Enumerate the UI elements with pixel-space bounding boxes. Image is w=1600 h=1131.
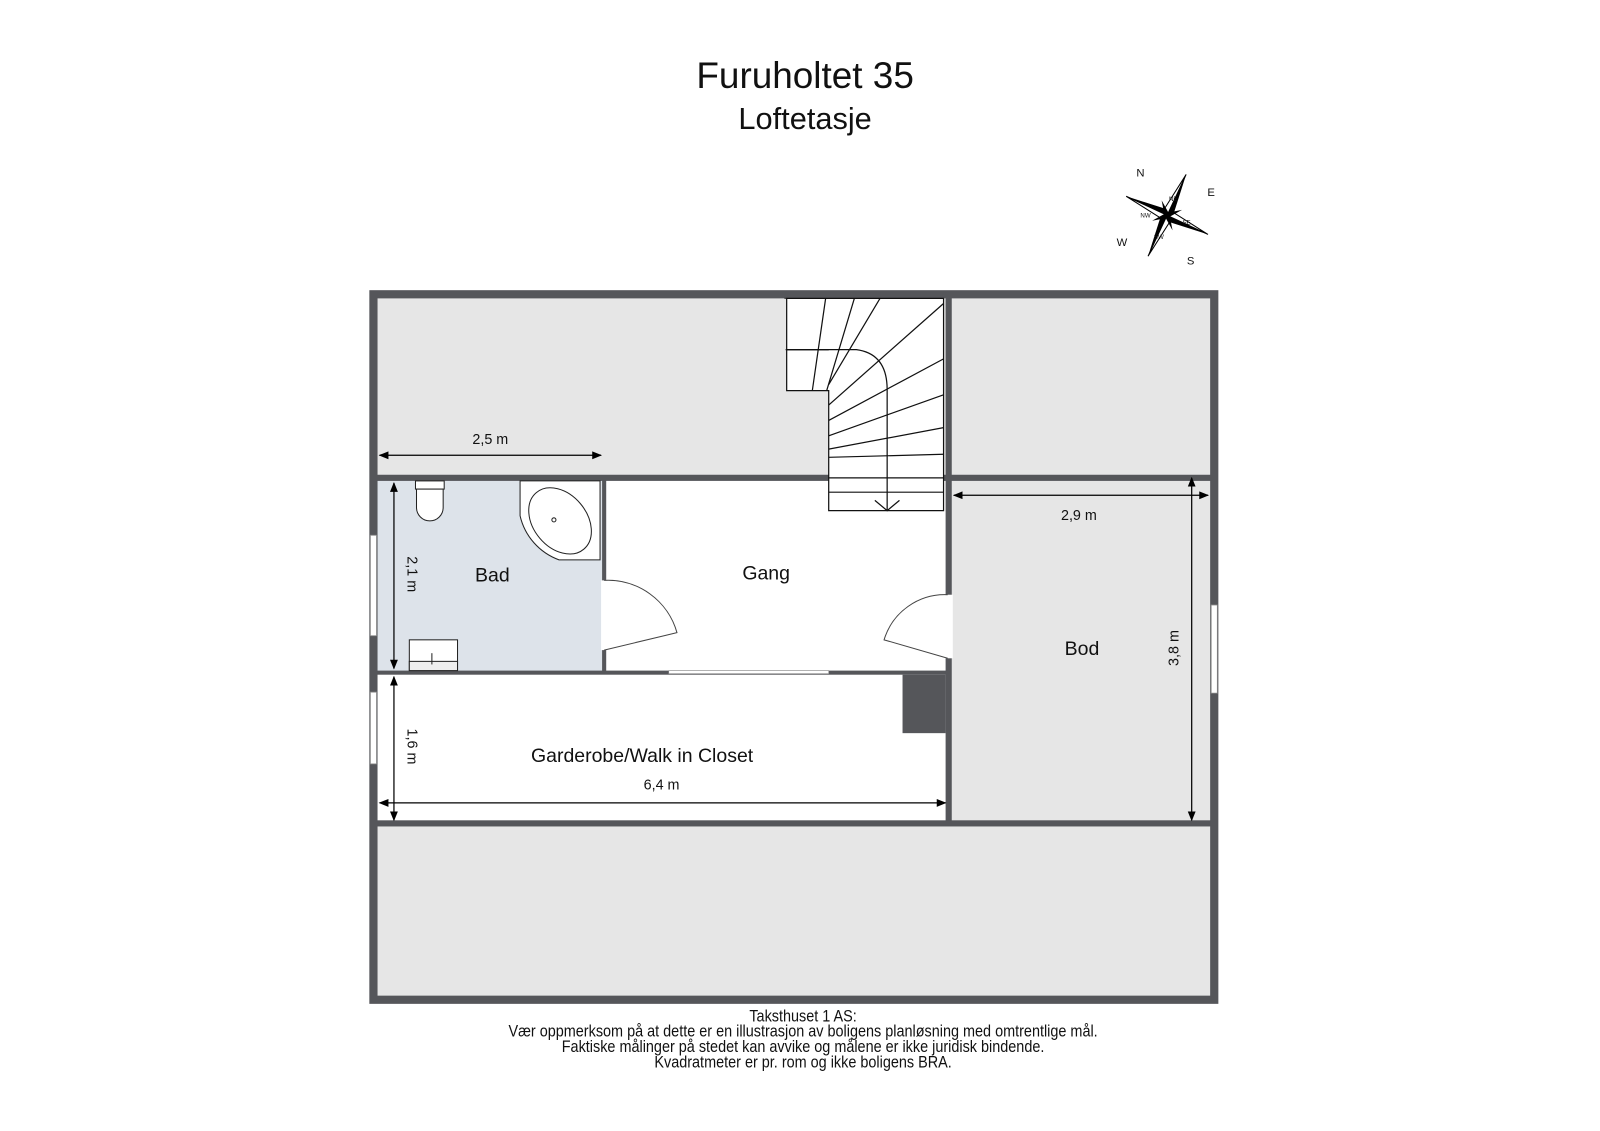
label-bad: Bad xyxy=(475,564,510,586)
door-bad xyxy=(601,580,608,651)
label-bod: Bod xyxy=(1065,638,1100,660)
footer-line-2: Faktiske målinger på stedet kan avvike o… xyxy=(562,1038,1045,1056)
bathtub-icon xyxy=(519,480,601,561)
compass-sw: SW xyxy=(1154,234,1164,241)
attic-bottom xyxy=(377,826,1211,996)
compass-n: N xyxy=(1136,167,1144,179)
footer-line-1: Vær oppmerksom på at dette er en illustr… xyxy=(508,1023,1097,1041)
toilet-icon xyxy=(414,480,445,522)
plan-title: Furuholtet 35 xyxy=(696,55,913,96)
compass-nw: NW xyxy=(1140,212,1150,219)
window xyxy=(369,691,377,765)
room-gang xyxy=(606,480,946,671)
footer-line-3: Kvadratmeter er pr. rom og ikke boligens… xyxy=(654,1054,951,1072)
dim-bod-height: 3,8 m xyxy=(1166,630,1182,666)
window xyxy=(1210,604,1218,694)
room-garderobe xyxy=(377,674,946,821)
label-gang: Gang xyxy=(742,562,790,584)
staircase xyxy=(784,297,945,512)
compass-rose-icon xyxy=(1125,174,1209,257)
compass-w: W xyxy=(1117,237,1128,249)
compass-s: S xyxy=(1187,256,1195,268)
closet-block xyxy=(902,674,946,734)
room-bod xyxy=(951,480,1211,821)
window xyxy=(369,534,377,637)
door-bod xyxy=(944,594,953,659)
compass-ne: NE xyxy=(1169,196,1178,203)
label-garderobe: Garderobe/Walk in Closet xyxy=(531,745,754,767)
compass-e: E xyxy=(1207,187,1215,199)
dim-bad-height: 2,1 m xyxy=(403,556,419,592)
compass-se: SE xyxy=(1182,220,1190,227)
sink-icon xyxy=(408,639,459,672)
dim-bod-width: 2,9 m xyxy=(1061,508,1097,524)
sliding-door xyxy=(668,670,830,674)
dim-attic-width: 2,5 m xyxy=(472,432,508,448)
dim-closet-width: 6,4 m xyxy=(644,778,680,794)
dim-closet-height: 1,6 m xyxy=(403,729,419,765)
attic-top-right xyxy=(951,298,1211,475)
plan-subtitle: Loftetasje xyxy=(738,101,871,136)
footer-company: Taksthuset 1 AS: xyxy=(749,1007,856,1025)
